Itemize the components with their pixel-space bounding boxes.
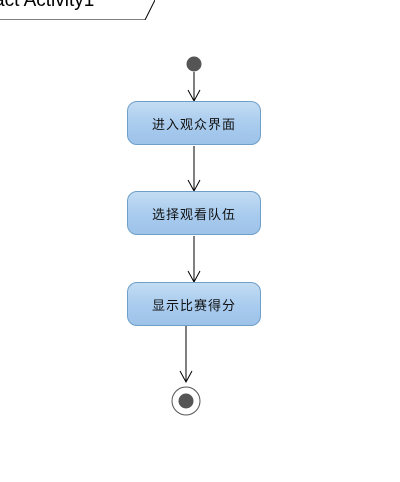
- arrowhead-4: [179, 370, 193, 384]
- final-node-dot: [178, 393, 194, 409]
- frame-title: act Activity1: [0, 0, 95, 11]
- frame-tab: [0, 0, 155, 20]
- action-label-2: 选择观看队伍: [151, 207, 236, 223]
- action-label-1: 进入观众界面: [151, 117, 236, 133]
- action-node-3[interactable]: 显示比赛得分: [127, 282, 261, 326]
- initial-node[interactable]: [186, 56, 202, 72]
- action-label-3: 显示比赛得分: [151, 298, 236, 314]
- action-node-1[interactable]: 进入观众界面: [127, 101, 261, 145]
- action-node-2[interactable]: 选择观看队伍: [127, 191, 261, 235]
